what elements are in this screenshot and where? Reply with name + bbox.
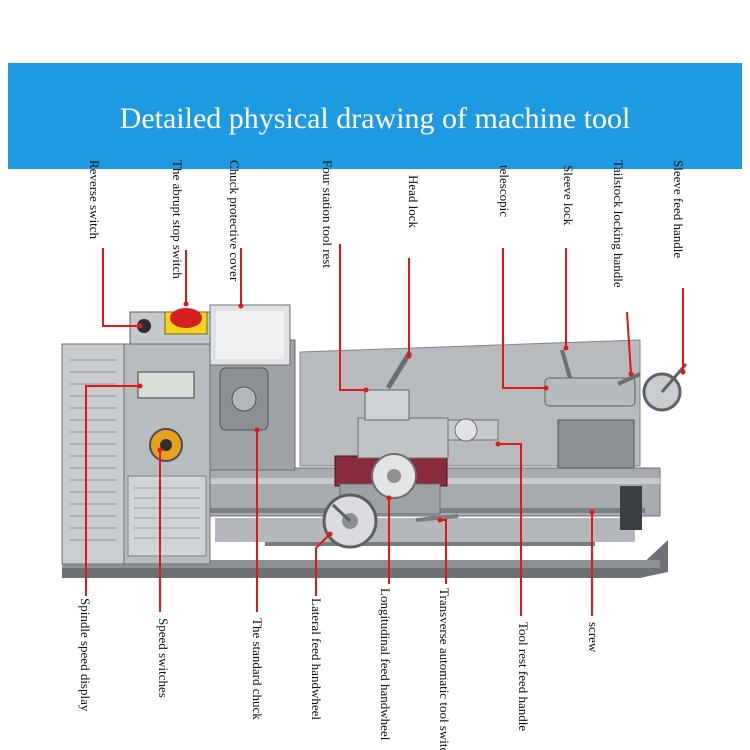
label-reverse-switch: Reverse switch xyxy=(87,160,102,240)
leader-standard-chuck-tip xyxy=(254,427,260,433)
label-spindle-speed-display: Spindle speed display xyxy=(78,598,93,712)
head-lock-lever xyxy=(385,350,413,390)
emergency-stop-button xyxy=(170,308,202,328)
label-sleeve-feed-handle: Sleeve feed handle xyxy=(671,160,686,259)
label-transverse-automatic-tool-switch: Transverse automatic tool switch xyxy=(437,588,452,750)
reverse-switch-knob xyxy=(137,319,151,333)
leader-sleeve-lock-tip xyxy=(563,345,569,351)
chuck-cover-window xyxy=(216,311,284,359)
control-label-lines xyxy=(134,487,200,539)
leader-reverse-switch xyxy=(102,248,140,327)
label-head-lock: Head lock xyxy=(406,175,421,229)
label-chuck-protective-cover: Chuck protective cover xyxy=(227,160,242,282)
leader-lateral-handwheel xyxy=(315,533,331,596)
cross-feed-dial xyxy=(454,418,478,442)
leader-abrupt-stop-switch-tip xyxy=(183,301,189,307)
label-tool-rest-feed-handle: Tool rest feed handle xyxy=(516,622,531,732)
label-lateral-feed-handwheel: Lateral feed handwheel xyxy=(309,598,324,720)
leader-auto-tool-switch-tip xyxy=(437,517,443,523)
speed-display-screen xyxy=(137,371,195,399)
leader-tool-rest-tip xyxy=(363,387,369,393)
leader-longitudinal-handwheel-tip xyxy=(386,495,392,501)
cross-slide xyxy=(357,417,449,459)
label-four-station-tool-rest: Four station tool rest xyxy=(320,160,335,268)
chuck-center xyxy=(231,386,257,412)
leader-sleeve-feed-tip xyxy=(680,369,686,375)
leader-chuck-cover-tip xyxy=(238,303,244,309)
base-tray-top xyxy=(62,560,660,568)
sleeve-lock-lever xyxy=(560,349,572,379)
label-longitudinal-feed-handwheel: Longitudinal feed handwheel xyxy=(378,588,393,741)
side-panel-chart xyxy=(70,359,116,541)
leadscrew-bracket xyxy=(620,486,642,530)
feed-rod xyxy=(265,540,595,546)
leader-reverse-switch-tip xyxy=(137,323,143,329)
title-banner xyxy=(8,63,742,169)
label-tailstock-locking-handle: Tailstock locking handle xyxy=(611,160,626,288)
leader-tailstock-lock-tip xyxy=(628,371,634,377)
label-speed-switches: Speed switches xyxy=(156,618,171,698)
label-sleeve-lock: Sleeve lock xyxy=(561,165,576,226)
control-label-plate xyxy=(127,475,207,557)
tailstock-lock-lever xyxy=(617,372,641,386)
page-title: Detailed physical drawing of machine too… xyxy=(119,102,631,135)
leader-telescopic xyxy=(502,248,546,389)
lateral-handwheel-crank xyxy=(331,503,352,523)
side-panel xyxy=(61,343,125,565)
leader-tool-rest-feed-tip xyxy=(495,441,501,447)
leader-tool-rest xyxy=(339,244,366,391)
tailstock-body xyxy=(557,419,635,469)
leader-spindle-display xyxy=(85,385,140,596)
label-standard-chuck: The standard chuck xyxy=(250,618,265,720)
leader-speed-switches-tip xyxy=(157,447,163,453)
leader-lines xyxy=(85,244,686,616)
leader-spindle-display-tip xyxy=(137,383,143,389)
auto-feed-lever xyxy=(415,514,459,522)
leader-telescopic-tip xyxy=(543,385,549,391)
leader-lateral-handwheel-tip xyxy=(327,531,333,537)
label-abrupt-stop-switch: The abrupt stop switch xyxy=(170,160,185,279)
longitudinal-handwheel-hub xyxy=(387,469,401,483)
leader-tool-rest-feed xyxy=(498,443,522,616)
tailstock-barrel xyxy=(544,377,636,407)
tool-post xyxy=(364,389,410,421)
leader-tailstock-lock xyxy=(626,311,632,375)
bed-apron-lower xyxy=(215,518,635,542)
leader-head-lock-tip xyxy=(406,353,412,359)
label-screw: screw xyxy=(586,622,601,653)
base-tray xyxy=(62,540,668,578)
leader-screw-tip xyxy=(589,509,595,515)
speed-dial-knob xyxy=(160,439,172,451)
label-telescopic: telescopic xyxy=(497,165,512,217)
